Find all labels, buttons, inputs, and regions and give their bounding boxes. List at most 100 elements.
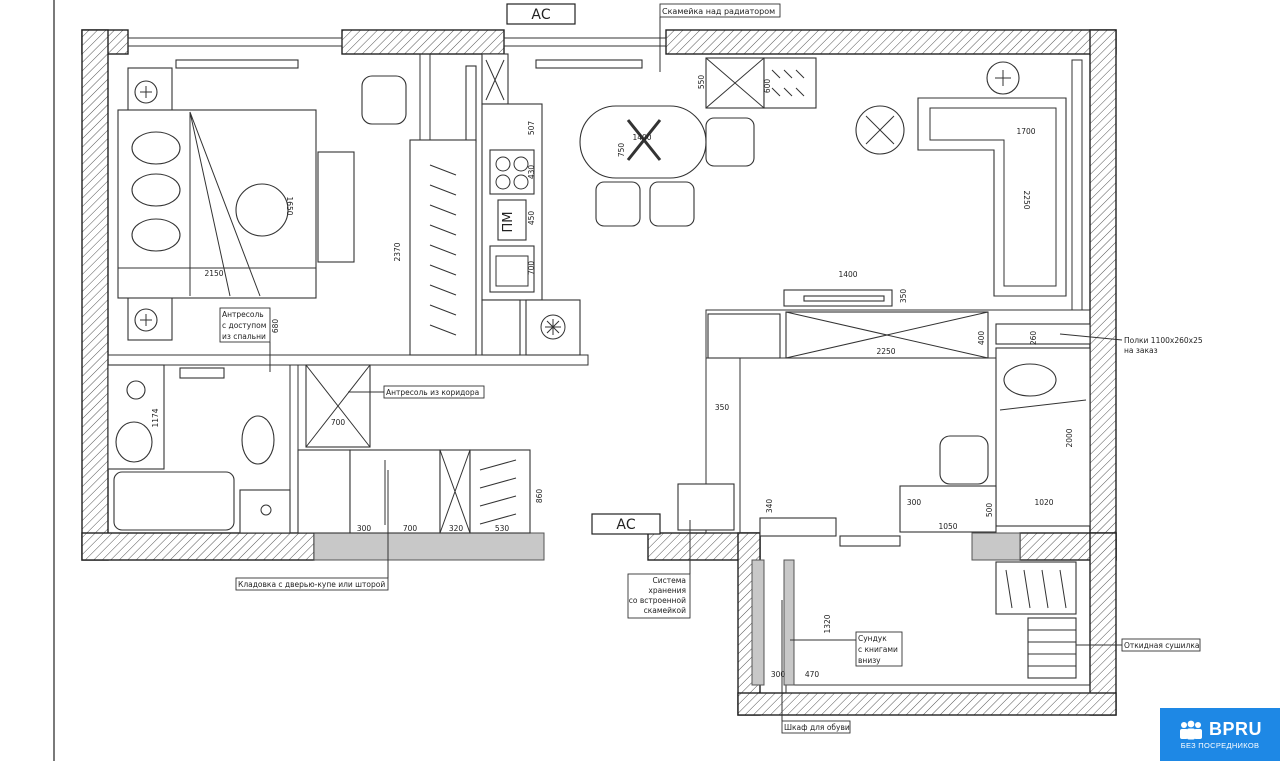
ac-label: АС bbox=[531, 7, 551, 23]
dimension-label: 860 bbox=[535, 489, 544, 504]
dimension-label: 700 bbox=[331, 418, 346, 427]
washbasin bbox=[115, 421, 153, 463]
bathtub bbox=[113, 471, 235, 531]
ac-marker-bottom: АС bbox=[591, 513, 661, 535]
balcony-shelf bbox=[759, 517, 837, 537]
svg-text:Кладовка с дверью-купе или што: Кладовка с дверью-купе или шторой bbox=[238, 580, 385, 589]
dimension-label: 400 bbox=[977, 331, 986, 346]
svg-text:Система: Система bbox=[653, 576, 686, 585]
bath-shelf bbox=[179, 367, 225, 379]
kitchen-counter bbox=[481, 53, 581, 356]
living-room bbox=[783, 61, 1067, 307]
svg-text:скамейкой: скамейкой bbox=[644, 606, 687, 615]
dimension-label: 350 bbox=[715, 403, 730, 412]
dimension-label: 680 bbox=[271, 319, 280, 334]
svg-text:внизу: внизу bbox=[858, 656, 881, 665]
pillow bbox=[1003, 363, 1057, 397]
custom-shelves bbox=[995, 323, 1091, 345]
desk-chair bbox=[939, 435, 989, 485]
dimension-label: 430 bbox=[527, 165, 536, 180]
round-rug bbox=[235, 183, 289, 237]
callout-folding-dryer: Откидная сушилка bbox=[1076, 638, 1201, 652]
dimension-label: 350 bbox=[899, 289, 908, 304]
dimension-label: 2150 bbox=[204, 269, 223, 278]
dining-chair bbox=[595, 181, 641, 227]
mezzanine-storage bbox=[707, 313, 781, 359]
dimension-label: 1020 bbox=[1034, 498, 1053, 507]
dimension-label: 1320 bbox=[823, 614, 832, 633]
dimension-label: 700 bbox=[527, 261, 536, 276]
svg-text:с книгами: с книгами bbox=[858, 645, 898, 654]
dimension-label: 1400 bbox=[838, 270, 857, 279]
callout-chest-books: Сундук с книгами внизу bbox=[790, 631, 903, 667]
logo-name: BPRU bbox=[1208, 719, 1262, 739]
people-icon bbox=[1179, 720, 1202, 739]
dimension-label: 1400 bbox=[632, 133, 651, 142]
ac-label: АС bbox=[616, 517, 636, 533]
svg-text:Сундук: Сундук bbox=[858, 634, 887, 643]
svg-text:со встроенной: со встроенной bbox=[629, 596, 686, 605]
radiator-bench bbox=[535, 59, 643, 69]
dining-chair bbox=[649, 181, 695, 227]
bathroom bbox=[107, 364, 291, 534]
balcony-radiator bbox=[839, 535, 901, 547]
dishwasher-label: ПМ bbox=[501, 212, 516, 233]
callout-storage-system: Система хранения со встроенной скамейкой bbox=[627, 520, 691, 619]
dimension-label: 500 bbox=[985, 503, 994, 518]
dimension-label: 1174 bbox=[151, 408, 160, 427]
closet-compartment bbox=[349, 449, 441, 534]
svg-text:из спальни: из спальни bbox=[222, 332, 266, 341]
dimension-label: 700 bbox=[403, 524, 418, 533]
dimension-label: 450 bbox=[527, 211, 536, 226]
toilet bbox=[241, 415, 275, 465]
dimension-label: 530 bbox=[495, 524, 510, 533]
svg-text:Откидная сушилка: Откидная сушилка bbox=[1124, 641, 1199, 650]
svg-text:на заказ: на заказ bbox=[1124, 346, 1158, 355]
svg-text:Скамейка над радиатором: Скамейка над радиатором bbox=[662, 7, 775, 16]
dimension-label: 320 bbox=[449, 524, 464, 533]
callout-shoe-cabinet: Шкаф для обуви bbox=[781, 600, 851, 734]
desk bbox=[899, 485, 997, 533]
wardrobe bbox=[409, 139, 477, 356]
dimension-label: 1050 bbox=[938, 522, 957, 531]
closet bbox=[297, 449, 351, 534]
windows bbox=[127, 37, 1091, 694]
sink bbox=[489, 245, 535, 293]
tv-panel bbox=[465, 65, 477, 143]
svg-text:хранения: хранения bbox=[648, 586, 686, 595]
svg-text:с доступом: с доступом bbox=[222, 321, 266, 330]
pillow bbox=[131, 218, 181, 252]
dimension-label: 507 bbox=[527, 121, 536, 136]
dimension-label: 260 bbox=[1029, 331, 1038, 346]
dimension-labels: 2150 1650 680 2370 507 430 450 700 550 6… bbox=[151, 75, 1074, 679]
corner-sofa bbox=[917, 97, 1067, 297]
shelf-rack bbox=[469, 449, 531, 534]
ac-marker-top: АС bbox=[506, 3, 576, 25]
kids-room bbox=[677, 311, 1091, 533]
grey-partitions bbox=[313, 532, 1021, 686]
callout-mezzanine-bedroom: Антресоль с доступом из спальни bbox=[219, 307, 271, 372]
dimension-label: 1650 bbox=[285, 196, 294, 215]
dimension-label: 750 bbox=[617, 143, 626, 158]
callout-shelves: Полки 1100х260х25 на заказ bbox=[1059, 333, 1203, 355]
bedroom-bench bbox=[317, 151, 355, 263]
svg-text:Антресоль: Антресоль bbox=[222, 310, 264, 319]
logo-tagline: БЕЗ ПОСРЕДНИКОВ bbox=[1180, 741, 1260, 750]
dimension-label: 2250 bbox=[1022, 190, 1031, 209]
bedroom bbox=[117, 59, 477, 356]
dimension-label: 2000 bbox=[1065, 428, 1074, 447]
dimension-label: 300 bbox=[907, 498, 922, 507]
dimension-label: 600 bbox=[763, 79, 772, 94]
pillow bbox=[131, 173, 181, 207]
callout-bench-radiator: Скамейка над радиатором bbox=[659, 3, 781, 72]
dimension-label: 1700 bbox=[1016, 127, 1035, 136]
balcony bbox=[759, 517, 1077, 679]
dining-chair bbox=[705, 117, 755, 167]
drying-rack bbox=[995, 561, 1077, 615]
dining-area bbox=[535, 57, 817, 227]
folding-dryer bbox=[1027, 617, 1077, 679]
bath-cabinet bbox=[239, 489, 291, 534]
exterior-walls bbox=[81, 29, 1117, 716]
dimension-label: 2370 bbox=[393, 242, 402, 261]
